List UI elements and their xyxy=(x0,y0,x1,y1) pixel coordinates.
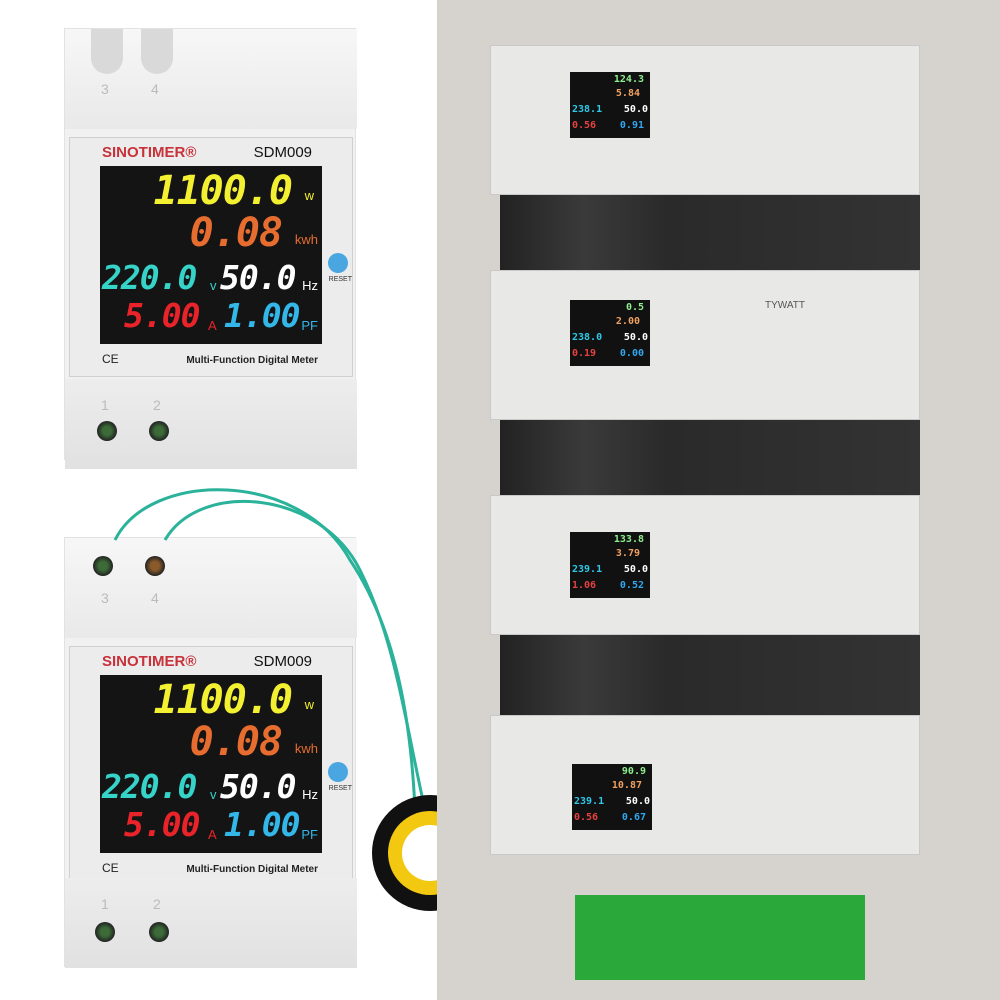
product-meter-top: 3 4 SINOTIMER® SDM009 1100.0 w 0.08 kwh … xyxy=(64,28,357,469)
meter-faceplate: SINOTIMER® SDM009 1100.0 w 0.08 kwh 220.… xyxy=(69,646,353,886)
terminal-block-top: 3 4 xyxy=(65,538,357,638)
wiring-3 xyxy=(500,635,920,715)
installed-meter-4: 90.9 10.87 239.1 50.0 0.56 0.67 xyxy=(572,764,652,830)
din-rail-row-1 xyxy=(490,45,920,195)
screw-terminal-2 xyxy=(149,922,169,942)
reset-button[interactable] xyxy=(328,762,348,782)
product-meter-bottom: 3 4 SINOTIMER® SDM009 1100.0 w 0.08 kwh … xyxy=(64,537,357,968)
din-rail-row-4 xyxy=(490,715,920,855)
installed-meter-3: 133.8 3.79 239.1 50.0 1.06 0.52 xyxy=(570,532,650,598)
installed-meter-1: 124.3 5.84 238.1 50.0 0.56 0.91 xyxy=(570,72,650,138)
meter-subtitle: Multi-Function Digital Meter xyxy=(186,355,318,366)
lcd-display: 1100.0 w 0.08 kwh 220.0 v 50.0 Hz 5.00 A… xyxy=(100,166,322,344)
wiring-1 xyxy=(500,195,920,275)
screw-terminal-1 xyxy=(97,421,117,441)
model-label: SDM009 xyxy=(253,144,312,161)
terminal-block-bottom: 1 2 xyxy=(65,878,357,968)
din-rail-row-2 xyxy=(490,270,920,420)
green-terminal-block xyxy=(575,895,865,980)
screw-terminal-4 xyxy=(145,556,165,576)
meter-faceplate: SINOTIMER® SDM009 1100.0 w 0.08 kwh 220.… xyxy=(69,137,353,377)
terminal-block-top: 3 4 xyxy=(65,29,357,129)
ce-mark: CE xyxy=(102,352,119,366)
screw-terminal-2 xyxy=(149,421,169,441)
reset-button[interactable] xyxy=(328,253,348,273)
din-rail-row-3 xyxy=(490,495,920,635)
screw-terminal-3 xyxy=(93,556,113,576)
screw-terminal-1 xyxy=(95,922,115,942)
wiring-2 xyxy=(500,420,920,500)
terminal-block-bottom: 1 2 xyxy=(65,379,357,469)
installed-meter-2: 0.5 2.00 238.0 50.0 0.19 0.00 xyxy=(570,300,650,366)
lcd-display: 1100.0 w 0.08 kwh 220.0 v 50.0 Hz 5.00 A… xyxy=(100,675,322,853)
brand-label: SINOTIMER® xyxy=(102,144,197,161)
tywatt-module-label: TYWATT xyxy=(765,300,805,311)
